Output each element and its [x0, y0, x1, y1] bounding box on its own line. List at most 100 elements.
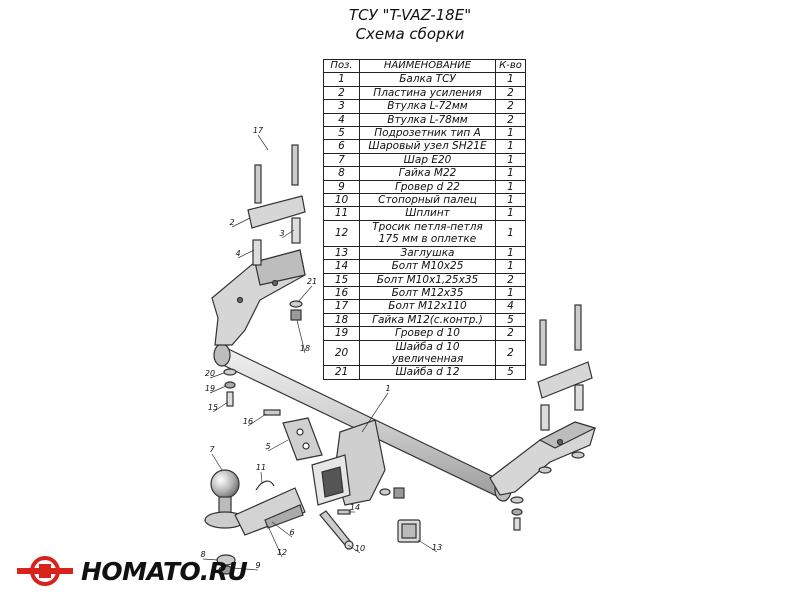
- socket-plate: [282, 417, 323, 461]
- cell-qty: 5: [495, 365, 526, 380]
- leader-line-8: [202, 558, 219, 561]
- diagram-title: ТСУ "T-VAZ-18E": [348, 6, 472, 24]
- cell-qty: 1: [495, 179, 526, 195]
- cell-qty: 2: [495, 112, 526, 128]
- cell-name: Болт М12х35: [359, 285, 496, 301]
- tow-ball-assembly: [204, 469, 306, 536]
- table-header-row: Поз. НАИМЕНОВАНИЕ К-во: [323, 58, 526, 74]
- leader-line-5: [267, 439, 289, 452]
- brand-logo-text: HOMATO.RU: [81, 556, 248, 586]
- cell-qty: 1: [495, 206, 526, 221]
- leader-line-6: [271, 521, 293, 538]
- cell-name: Гровер d 10: [359, 326, 496, 341]
- cell-pos: 6: [323, 139, 360, 154]
- cell-name: Гайка М12(с.контр.): [359, 312, 496, 328]
- callout-18: 18: [300, 344, 310, 353]
- diagram-subtitle: Схема сборки: [355, 25, 465, 43]
- cell-pos: 20: [323, 339, 360, 367]
- receiver-plug: [397, 519, 421, 543]
- cell-name: Подрозетник тип А: [359, 126, 496, 141]
- callout-12: 12: [277, 548, 287, 557]
- leader-line-2: [231, 217, 251, 228]
- leader-line-7: [211, 453, 223, 471]
- right-plate-bolts: [537, 304, 593, 474]
- cell-name: Гайка М22: [359, 166, 496, 181]
- cell-name: Болт М10х25: [359, 259, 496, 274]
- leader-line-16: [247, 413, 267, 427]
- callout-9: 9: [255, 561, 260, 570]
- callout-20: 20: [205, 369, 215, 378]
- callout-2: 2: [229, 218, 234, 227]
- col-header-name: НАИМЕНОВАНИЕ: [359, 58, 496, 74]
- cell-name: Шаровый узел SH21E: [359, 139, 496, 154]
- callout-14: 14: [350, 503, 360, 512]
- leader-line-20: [209, 372, 225, 379]
- cell-qty: 2: [495, 85, 526, 101]
- callout-4: 4: [235, 249, 240, 258]
- cell-qty: 1: [495, 166, 526, 181]
- cell-pos: 17: [323, 299, 360, 314]
- leader-line-9: [231, 567, 259, 571]
- callout-17: 17: [253, 126, 264, 135]
- cell-qty: 5: [495, 312, 526, 328]
- cell-qty: 1: [495, 245, 526, 261]
- left-bracket: [211, 249, 306, 346]
- cell-qty: 1: [495, 126, 526, 141]
- nut-washer: [216, 554, 236, 575]
- cell-pos: 14: [323, 259, 360, 274]
- callout-13: 13: [432, 543, 442, 552]
- callout-19: 19: [205, 384, 215, 393]
- cell-pos: 12: [323, 219, 360, 247]
- cell-qty: 2: [495, 272, 526, 287]
- callout-10: 10: [355, 544, 365, 553]
- cell-name: Гровер d 22: [359, 179, 496, 195]
- leader-line-21: [297, 285, 313, 303]
- brand-emblem-icon: [17, 556, 73, 586]
- callout-16: 16: [243, 417, 253, 426]
- callout-21: 21: [307, 277, 317, 286]
- cell-qty: 2: [495, 326, 526, 341]
- leader-line-1: [361, 392, 389, 433]
- callout-15: 15: [208, 403, 218, 412]
- cell-qty: 1: [495, 139, 526, 154]
- leader-line-15: [212, 401, 229, 413]
- col-header-pos: Поз.: [323, 58, 360, 74]
- cell-pos: 5: [323, 126, 360, 141]
- cell-qty: 1: [495, 285, 526, 301]
- cell-name: Балка ТСУ: [359, 72, 496, 87]
- leader-line-10: [347, 544, 361, 554]
- cell-qty: 1: [495, 72, 526, 87]
- right-bracket: [489, 421, 597, 496]
- cell-pos: 21: [323, 365, 360, 380]
- cell-name: Втулка L-78мм: [359, 112, 496, 128]
- hitch-receiver: [311, 419, 386, 506]
- callout-8: 8: [200, 550, 205, 559]
- cell-qty: 1: [495, 152, 526, 168]
- col-header-qty: К-во: [495, 58, 526, 74]
- cell-name: Втулка L-72мм: [359, 99, 496, 114]
- callout-11: 11: [256, 463, 266, 472]
- leader-line-4: [237, 249, 255, 259]
- callout-5: 5: [265, 442, 270, 451]
- cell-qty: 1: [495, 219, 526, 247]
- small-fasteners: [223, 368, 524, 531]
- cell-pos: 11: [323, 206, 360, 221]
- brand-logo: HOMATO.RU: [15, 553, 248, 589]
- stop-pin: [319, 510, 354, 550]
